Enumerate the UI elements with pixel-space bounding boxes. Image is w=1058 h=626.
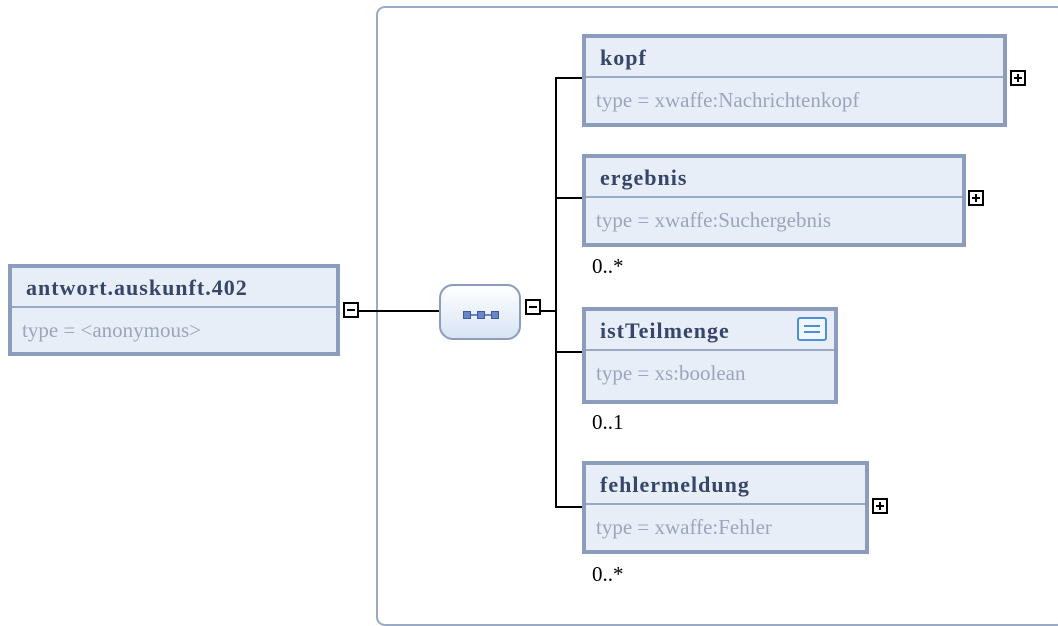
branch-trunk-line (555, 77, 557, 508)
root-element-box[interactable]: antwort.auskunft.402 type = <anonymous> (8, 264, 340, 356)
element-istteilmenge-name: istTeilmenge (600, 318, 730, 343)
documentation-icon[interactable] (797, 317, 827, 341)
branch-line-kopf (555, 77, 582, 79)
element-kopf[interactable]: kopf type = xwaffe:Nachrichtenkopf (582, 34, 1007, 127)
element-ergebnis-divider (586, 196, 962, 198)
branch-line-istteilmenge (555, 351, 582, 353)
element-fehlermeldung[interactable]: fehlermeldung type = xwaffe:Fehler (582, 461, 869, 554)
sequence-compositor[interactable] (439, 284, 521, 340)
root-element-name: antwort.auskunft.402 (26, 275, 248, 300)
sequence-collapse-icon[interactable] (525, 299, 541, 315)
element-istteilmenge-divider (586, 349, 834, 351)
root-element-divider (12, 306, 336, 308)
istteilmenge-cardinality: 0..1 (592, 410, 624, 434)
element-ergebnis-name: ergebnis (600, 165, 688, 190)
element-ergebnis-type: type = xwaffe:Suchergebnis (596, 208, 832, 232)
root-collapse-icon[interactable] (343, 302, 359, 318)
element-kopf-type: type = xwaffe:Nachrichtenkopf (596, 88, 860, 112)
ergebnis-cardinality: 0..* (592, 254, 624, 278)
kopf-expand-icon[interactable] (1010, 70, 1026, 86)
element-fehlermeldung-name: fehlermeldung (600, 472, 750, 497)
fehlermeldung-expand-icon[interactable] (872, 498, 888, 514)
sequence-stub-line (541, 310, 555, 312)
element-kopf-name: kopf (600, 45, 647, 70)
element-kopf-divider (586, 76, 1003, 78)
element-fehlermeldung-divider (586, 503, 865, 505)
branch-line-ergebnis (555, 197, 582, 199)
element-istteilmenge-type: type = xs:boolean (596, 361, 746, 385)
root-element-type: type = <anonymous> (22, 318, 202, 342)
sequence-icon (463, 311, 499, 319)
fehlermeldung-cardinality: 0..* (592, 562, 624, 586)
branch-line-fehlermeldung (555, 506, 582, 508)
ergebnis-expand-icon[interactable] (968, 190, 984, 206)
element-fehlermeldung-type: type = xwaffe:Fehler (596, 515, 772, 539)
element-istteilmenge[interactable]: istTeilmenge type = xs:boolean (582, 307, 838, 404)
element-ergebnis[interactable]: ergebnis type = xwaffe:Suchergebnis (582, 154, 966, 247)
root-connector-line (359, 310, 439, 312)
